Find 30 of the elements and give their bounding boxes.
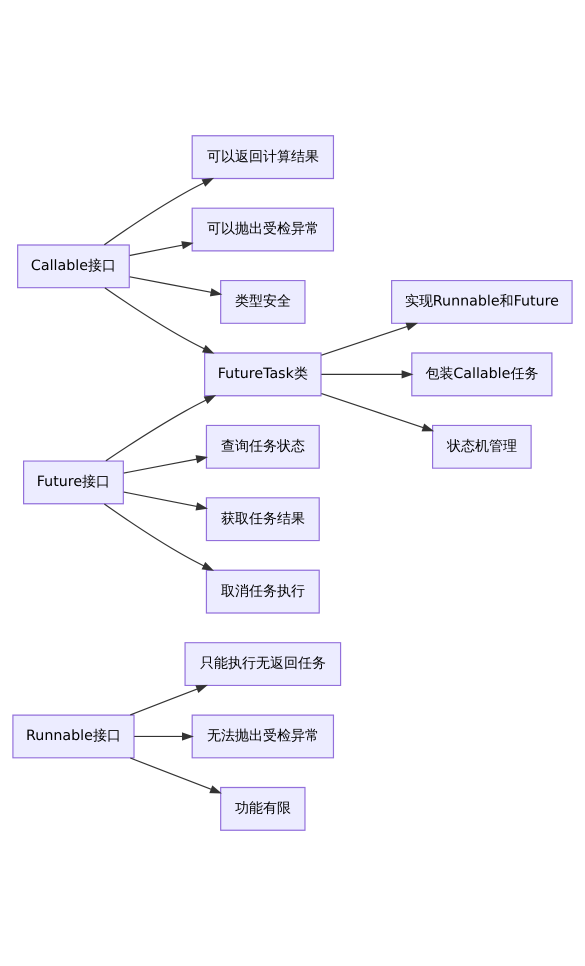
node-box: Runnable接口	[12, 714, 135, 758]
arrow	[104, 287, 215, 354]
node-box: 实现Runnable和Future	[391, 280, 573, 324]
arrow	[321, 393, 434, 432]
arrow	[130, 684, 208, 716]
arrow	[104, 178, 214, 246]
arrow	[134, 732, 194, 741]
arrow	[321, 322, 418, 356]
node-box: 可以返回计算结果	[192, 135, 334, 180]
node-box: 取消任务执行	[206, 570, 320, 614]
arrow	[124, 455, 208, 474]
node-box: 可以抛出受检异常	[192, 208, 334, 252]
node-box: FutureTask类	[204, 352, 322, 396]
arrow	[130, 757, 222, 794]
node-box: 无法抛出受检异常	[192, 714, 334, 758]
arrow	[130, 276, 222, 296]
node-box: 类型安全	[220, 280, 306, 324]
arrow	[124, 491, 208, 510]
node-box: 查询任务状态	[206, 424, 320, 469]
node-box: 状态机管理	[432, 424, 532, 469]
arrow	[106, 395, 216, 462]
node-box: 功能有限	[220, 786, 306, 831]
node-box: 包装Callable任务	[411, 352, 552, 396]
node-box: 获取任务结果	[206, 497, 320, 542]
node-box: Future接口	[23, 460, 124, 504]
arrow	[130, 241, 194, 256]
arrow	[104, 504, 214, 571]
node-box: Callable接口	[17, 244, 130, 288]
node-box: 只能执行无返回任务	[184, 642, 342, 686]
arrow	[322, 370, 414, 379]
